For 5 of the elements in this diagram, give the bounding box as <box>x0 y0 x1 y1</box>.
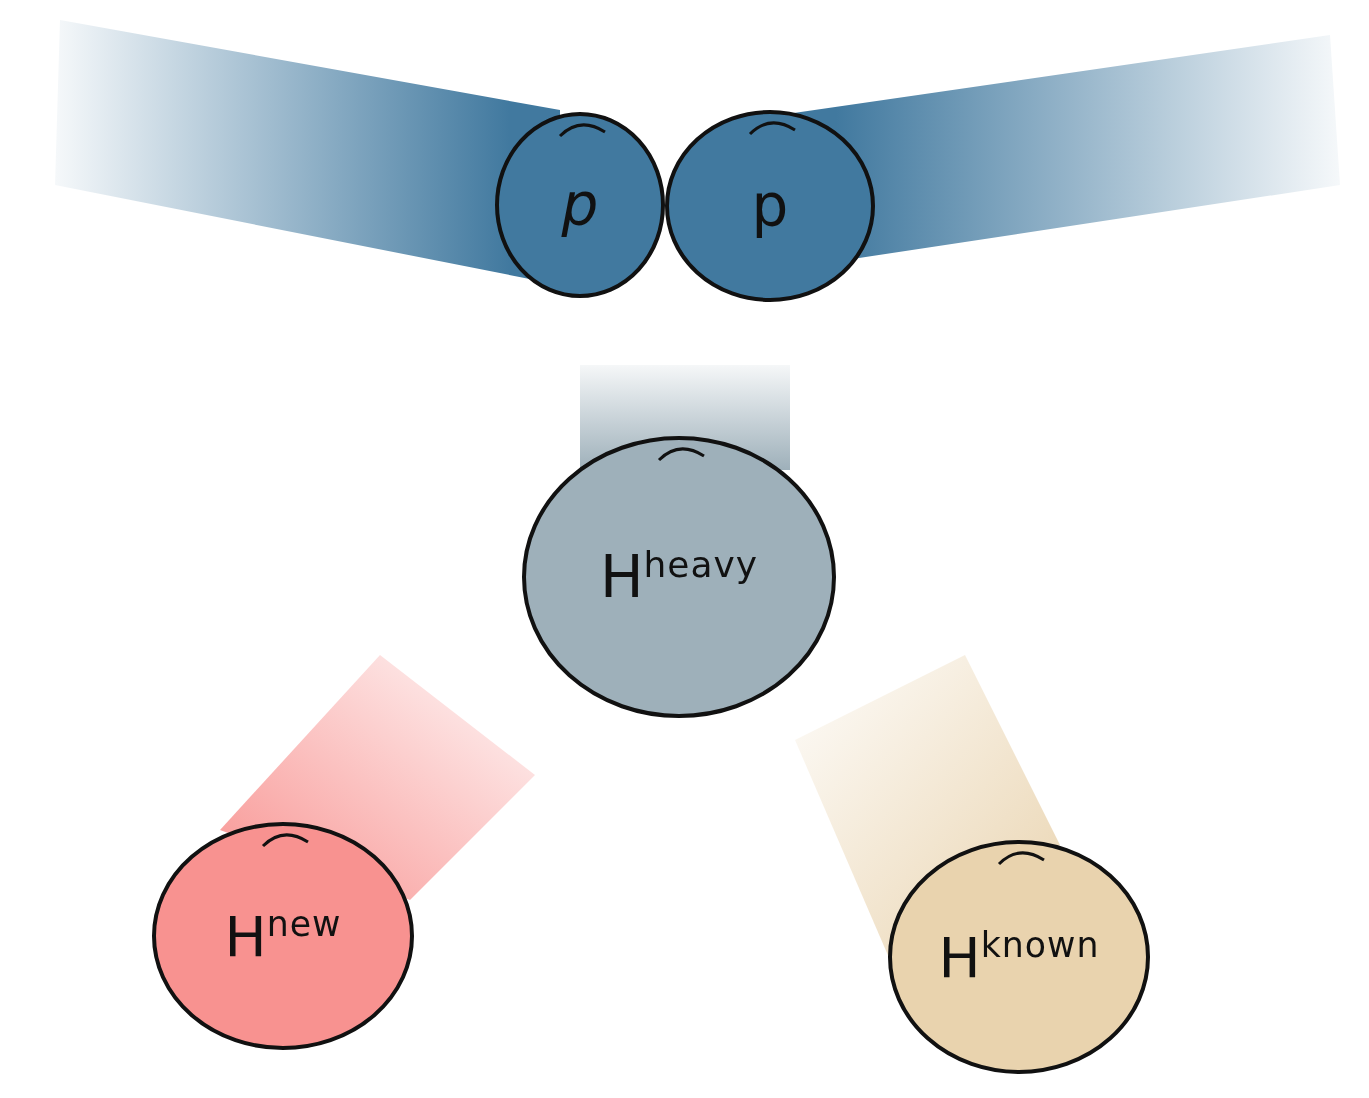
particle-label: p <box>750 172 790 240</box>
particle-label: H$^{new}$ <box>223 903 343 969</box>
particle-label: H$^{heavy}$ <box>598 543 760 611</box>
particle-label: H$^{known}$ <box>937 924 1101 990</box>
particle-label: p <box>560 171 600 239</box>
